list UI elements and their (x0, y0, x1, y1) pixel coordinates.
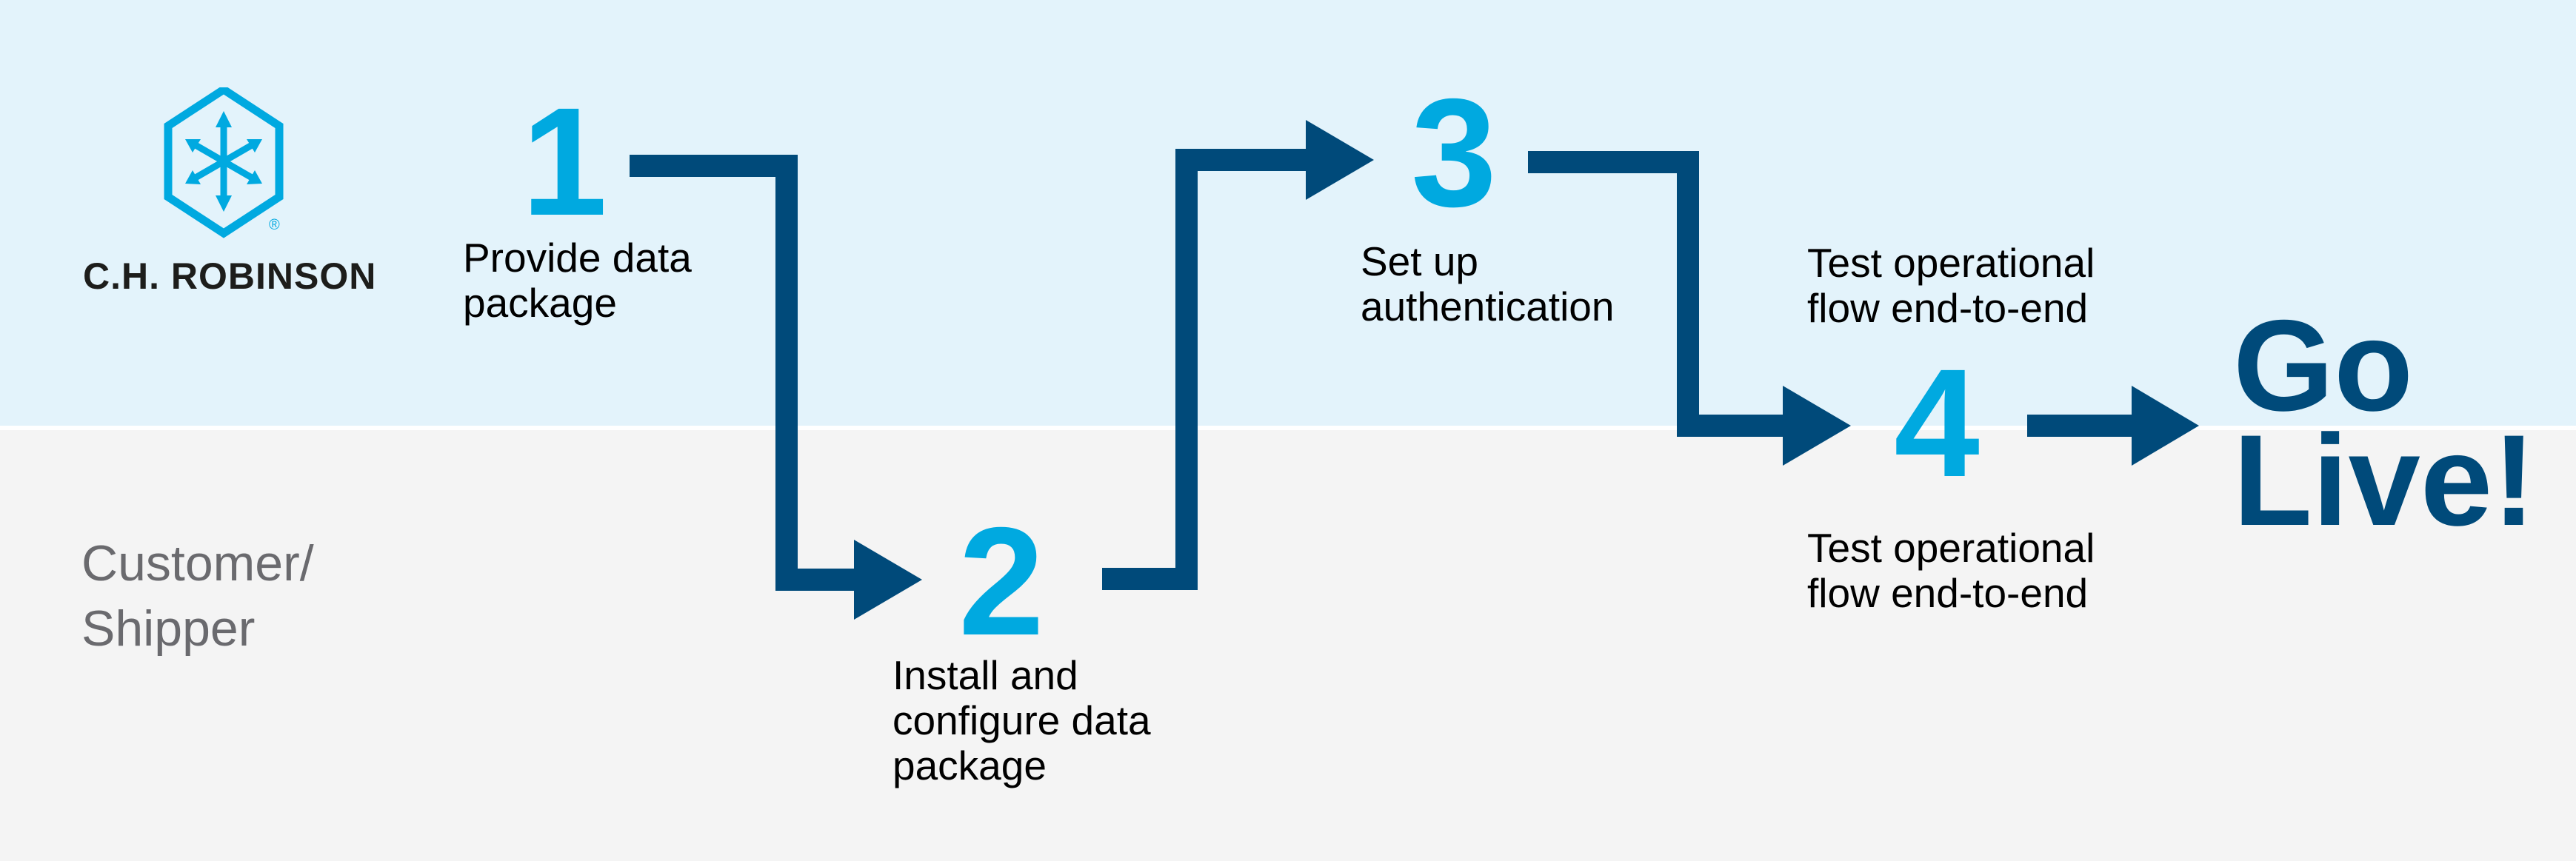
chr-logo-icon: ® (164, 87, 284, 238)
go-live-line: Go (2233, 294, 2414, 438)
lane-label-line: Customer/ (81, 535, 314, 592)
step-4-label-line: Test operational (1807, 525, 2095, 571)
registered-trademark-icon: ® (269, 217, 280, 233)
step-1-label-line: Provide data (463, 235, 692, 281)
step-4-label-below: Test operational flow end-to-end (1807, 526, 2095, 616)
step-4-label-line: flow end-to-end (1807, 285, 2089, 331)
customer-lane-background (0, 428, 2576, 861)
arrow-step1-to-step2-icon (630, 155, 922, 620)
lane-label-line: Shipper (81, 600, 256, 657)
lane-label-customer-shipper: Customer/ Shipper (81, 531, 314, 661)
step-3-label-line: authentication (1361, 284, 1615, 329)
go-live-title: Go Live! (2233, 294, 2536, 553)
step-2-label-line: configure data (892, 697, 1151, 743)
lane-divider (0, 426, 2576, 430)
arrow-step2-to-step3-icon (1102, 120, 1374, 590)
step-1-label: Provide data package (463, 235, 692, 326)
step-4-label-line: flow end-to-end (1807, 570, 2089, 616)
step-4-number: 4 (1894, 338, 1980, 509)
step-4-label-line: Test operational (1807, 240, 2095, 286)
step-2-label-line: Install and (892, 652, 1078, 698)
step-3-number: 3 (1411, 67, 1497, 239)
arrow-step3-to-step4-icon (1528, 151, 1851, 466)
step-2-label-line: package (892, 743, 1047, 788)
brand-wordmark: C.H. ROBINSON (83, 255, 377, 297)
step-1-number: 1 (521, 76, 607, 248)
step-1-label-line: package (463, 280, 617, 326)
step-2-label: Install and configure data package (892, 653, 1151, 788)
chrobinson-lane-background (0, 0, 2576, 428)
arrow-step4-to-golive-icon (2027, 386, 2199, 466)
step-4-label-above: Test operational flow end-to-end (1807, 241, 2095, 331)
go-live-line: Live! (2233, 409, 2536, 553)
step-2-number: 2 (958, 496, 1044, 668)
step-3-label: Set up authentication (1361, 239, 1615, 329)
step-3-label-line: Set up (1361, 238, 1479, 284)
